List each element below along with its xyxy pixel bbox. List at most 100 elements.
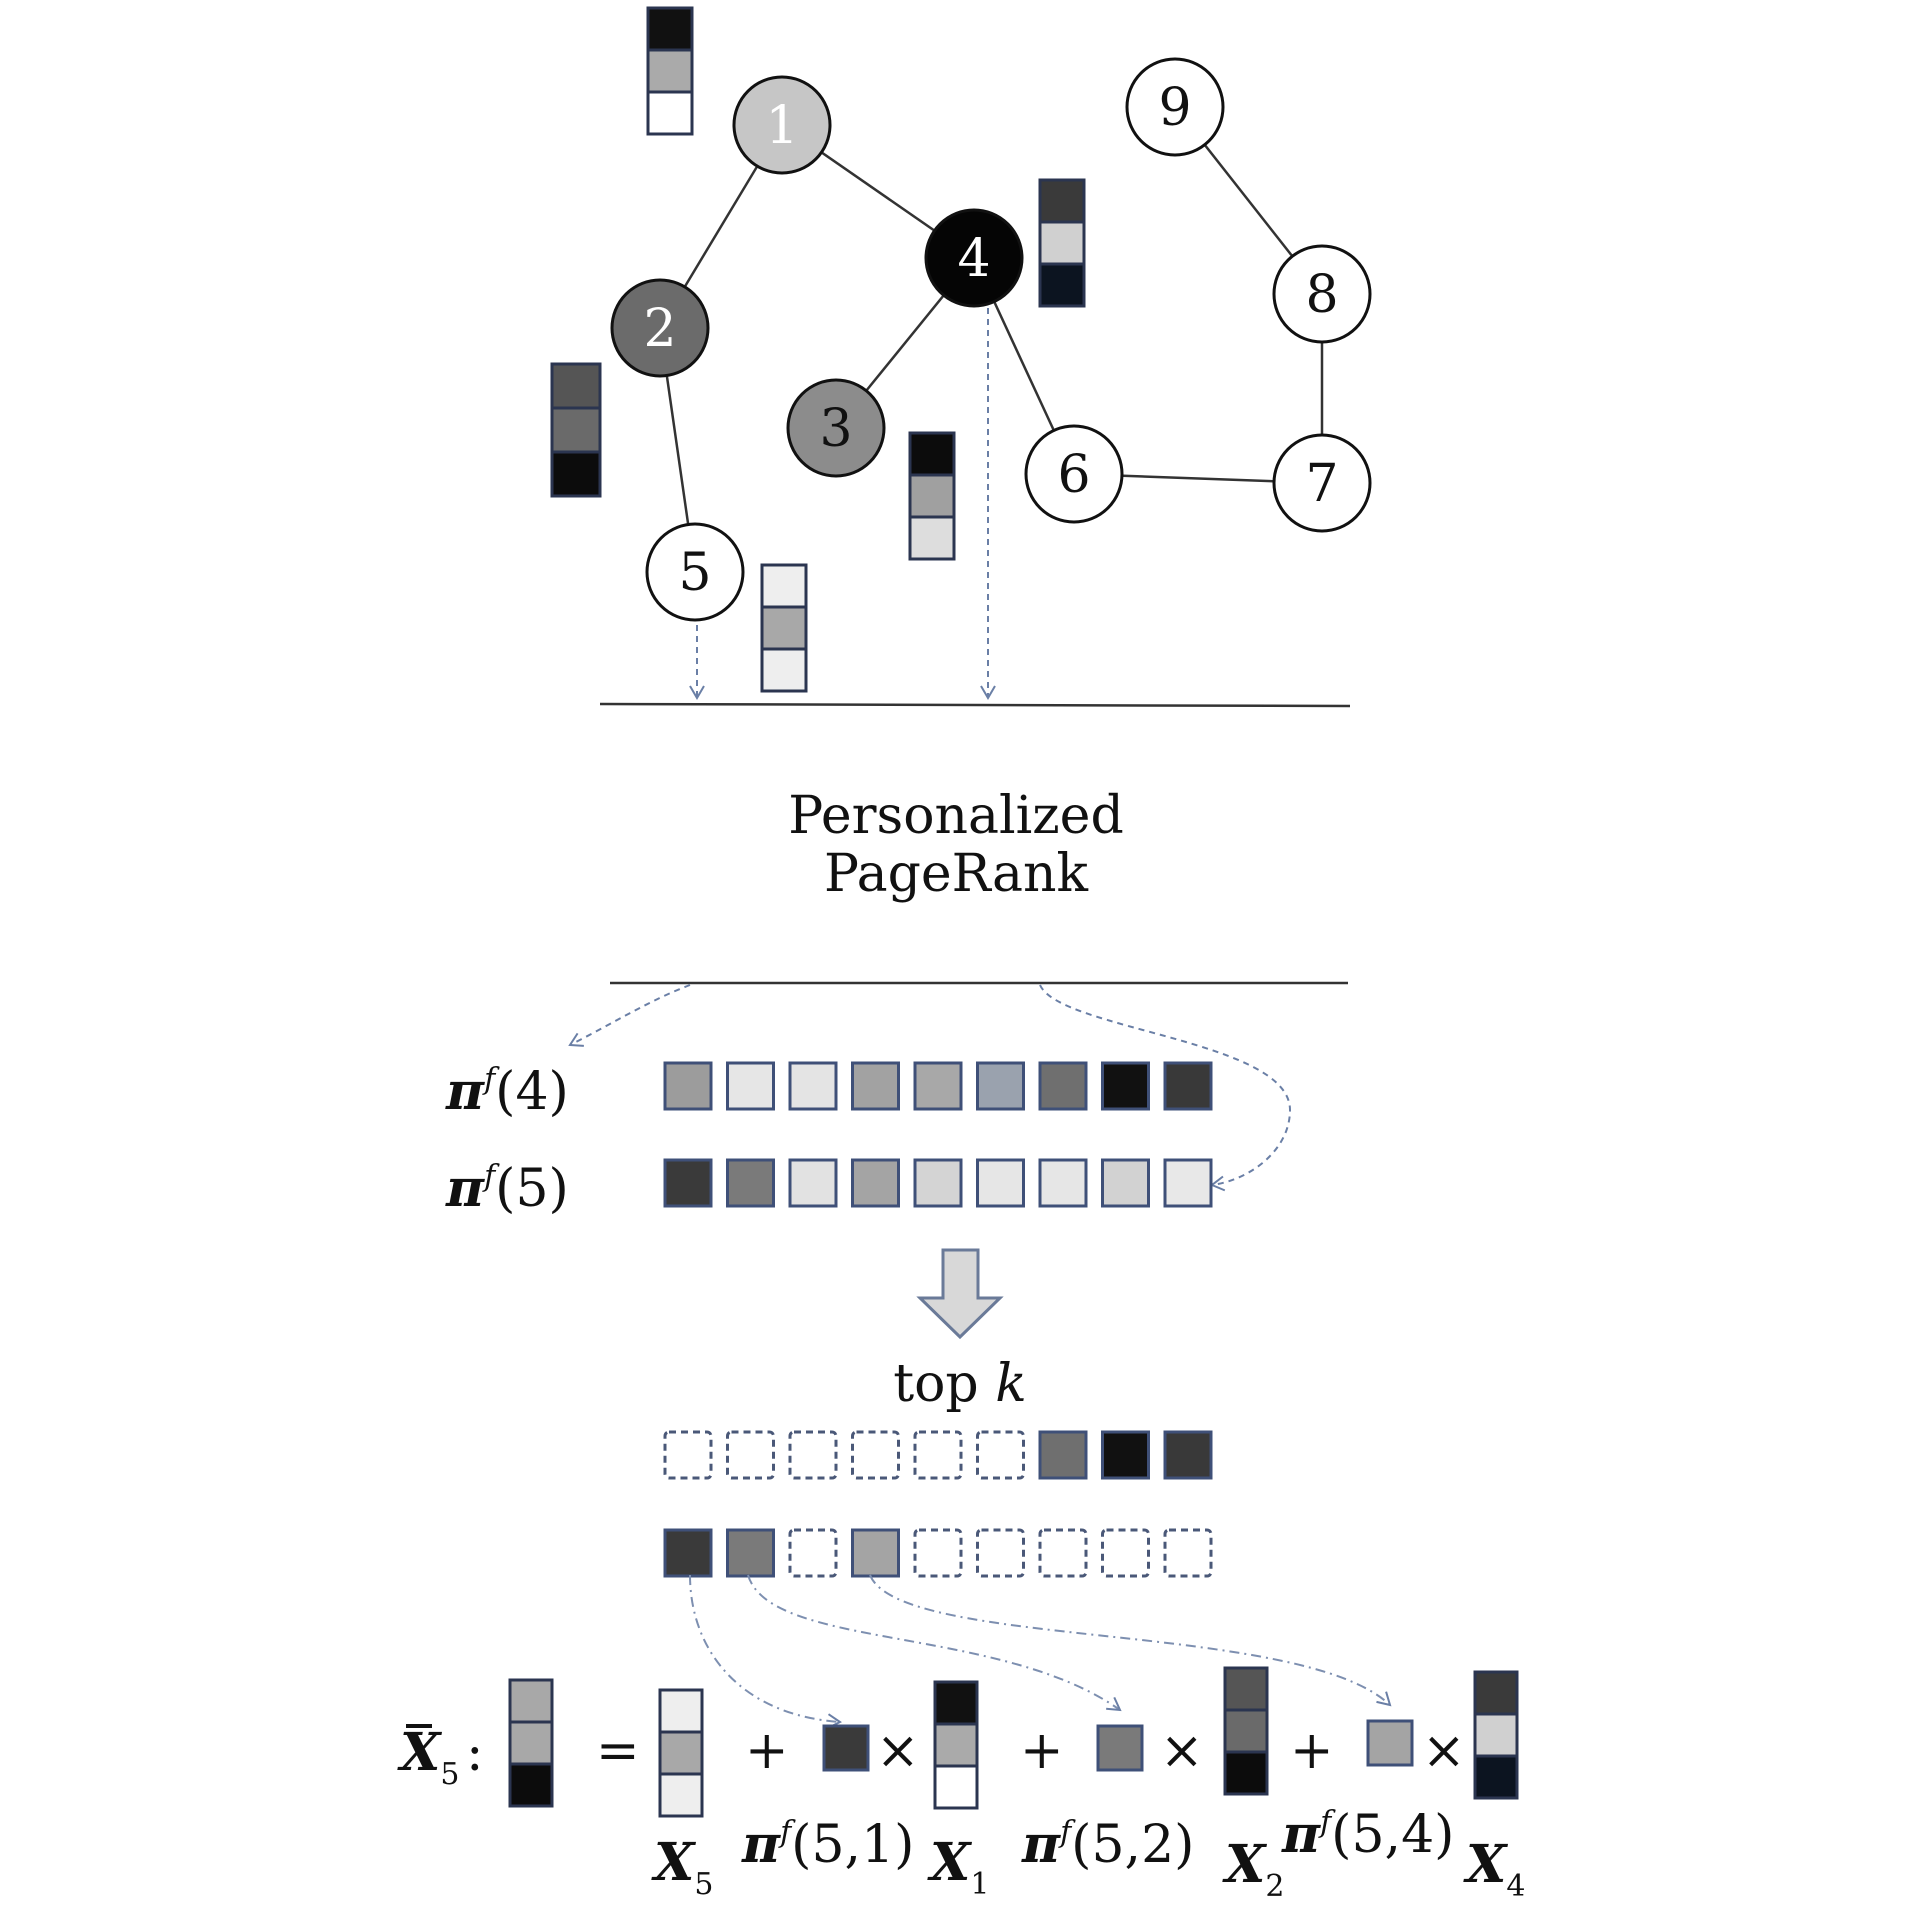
topk-cell-dropped bbox=[913, 1528, 963, 1578]
node-8: 8 bbox=[1272, 244, 1372, 344]
vector-cell bbox=[1038, 262, 1086, 308]
base-symbol-x5: X5 bbox=[651, 1832, 713, 1902]
weight1-arrow bbox=[689, 1574, 842, 1730]
term-symbol: X2 bbox=[1222, 1834, 1284, 1904]
vector-cell bbox=[1038, 178, 1086, 224]
weight-cell bbox=[822, 1724, 870, 1772]
pi-cell bbox=[851, 1158, 900, 1208]
vector-cell bbox=[908, 515, 956, 561]
pi-cell bbox=[1101, 1061, 1150, 1111]
pi-cell bbox=[663, 1061, 713, 1111]
vector-cell bbox=[1223, 1708, 1269, 1754]
result-colon: : bbox=[466, 1723, 484, 1783]
result-symbol: X5 bbox=[397, 1722, 459, 1792]
pi-cell bbox=[913, 1061, 963, 1111]
vector-cell bbox=[508, 1678, 554, 1724]
graph-edges bbox=[658, 106, 1324, 573]
topk-cell-dropped bbox=[726, 1430, 775, 1480]
node-circle bbox=[610, 278, 710, 378]
topk-score-rows bbox=[663, 1430, 1213, 1578]
topk-cell-dropped bbox=[1101, 1528, 1150, 1578]
topk-cell-dropped bbox=[913, 1430, 963, 1480]
vector-cell bbox=[550, 362, 602, 410]
topk-cell-dropped bbox=[1038, 1528, 1088, 1578]
pi-cell bbox=[851, 1061, 900, 1111]
vector-cell bbox=[908, 473, 956, 519]
topk-cell-dropped bbox=[976, 1528, 1025, 1578]
node-circle bbox=[1272, 244, 1372, 344]
pi-cell bbox=[976, 1158, 1025, 1208]
pi-row-1: πf(5) bbox=[445, 1158, 1213, 1219]
coefficient-label: πf(5,2) bbox=[1021, 1814, 1194, 1875]
feature-vector-node-4 bbox=[1038, 178, 1086, 308]
vector-cell bbox=[1473, 1712, 1519, 1758]
vector-cell bbox=[508, 1762, 554, 1808]
equation-term-1: +×πf(5,1)X1 bbox=[741, 1680, 989, 1902]
pi4-dashed-arrow bbox=[568, 984, 691, 1047]
vector-cell bbox=[508, 1720, 554, 1766]
node-circle bbox=[645, 522, 745, 622]
down-arrow-icon bbox=[916, 1248, 1004, 1340]
top-divider-line bbox=[599, 702, 1351, 708]
node-7: 7 bbox=[1272, 433, 1372, 533]
vector-cell bbox=[658, 1772, 704, 1818]
vector-cell bbox=[646, 90, 694, 136]
vector-cell bbox=[646, 6, 694, 52]
term-vector bbox=[1473, 1670, 1519, 1800]
topk-cell-kept bbox=[1101, 1430, 1150, 1480]
topk-cell-dropped bbox=[1163, 1528, 1213, 1578]
pi-cell bbox=[1101, 1158, 1150, 1208]
vector-cell bbox=[933, 1680, 979, 1726]
ppr-label-line1: Personalized bbox=[788, 786, 1124, 846]
vector-cell bbox=[908, 431, 956, 477]
node-6: 6 bbox=[1024, 424, 1124, 524]
vector-cell bbox=[1038, 220, 1086, 266]
topk-label: top k bbox=[893, 1354, 1027, 1414]
term-symbol: X1 bbox=[927, 1832, 989, 1902]
topk-cell-kept bbox=[1163, 1430, 1213, 1480]
pi-cell bbox=[663, 1158, 713, 1208]
node-label: 7 bbox=[1305, 454, 1338, 514]
vector-cell bbox=[1473, 1670, 1519, 1716]
topk-row-1 bbox=[663, 1528, 1213, 1578]
term-vector bbox=[1223, 1666, 1269, 1796]
node-feature-vectors bbox=[550, 6, 1086, 693]
node-5: 5 bbox=[645, 522, 745, 622]
node-label: 3 bbox=[819, 399, 852, 459]
node-3: 3 bbox=[786, 378, 886, 478]
node-circle bbox=[1024, 424, 1124, 524]
vector-cell bbox=[760, 647, 808, 693]
feature-vector-node-3 bbox=[908, 431, 956, 561]
plus-sign: + bbox=[745, 1721, 789, 1781]
term-vector bbox=[933, 1680, 979, 1810]
node-label: 8 bbox=[1305, 265, 1338, 325]
vector-cell bbox=[1223, 1666, 1269, 1712]
topk-cell-dropped bbox=[788, 1430, 838, 1480]
aggregation-equation: X5:=X5+×πf(5,1)X1+×πf(5,2)X2+×πf(5,4)X4 bbox=[397, 1666, 1525, 1904]
times-sign: × bbox=[876, 1721, 920, 1781]
vector-cell bbox=[1473, 1754, 1519, 1800]
weight-cell bbox=[1096, 1724, 1144, 1772]
times-sign: × bbox=[1160, 1721, 1204, 1781]
topk-cell-kept bbox=[726, 1528, 775, 1578]
node-label: 2 bbox=[643, 299, 676, 359]
equation-term-2: +×πf(5,2)X2 bbox=[1020, 1666, 1284, 1904]
coefficient-label: πf(5,4) bbox=[1281, 1804, 1454, 1865]
pi-cell bbox=[788, 1061, 838, 1111]
feature-vector-node-5 bbox=[760, 563, 808, 693]
pi5-dashed-arrow bbox=[1039, 984, 1292, 1192]
pi-row-0: πf(4) bbox=[445, 1061, 1213, 1122]
node-circle bbox=[1125, 57, 1225, 157]
topk-cell-kept bbox=[663, 1528, 713, 1578]
node-circle bbox=[786, 378, 886, 478]
topk-cell-dropped bbox=[976, 1430, 1025, 1480]
feature-vector-node-2 bbox=[550, 362, 602, 498]
node-label: 5 bbox=[678, 543, 711, 603]
topk-row-0 bbox=[663, 1430, 1213, 1480]
times-sign: × bbox=[1422, 1721, 1466, 1781]
node-label: 6 bbox=[1057, 445, 1090, 505]
pi-cell bbox=[976, 1061, 1025, 1111]
